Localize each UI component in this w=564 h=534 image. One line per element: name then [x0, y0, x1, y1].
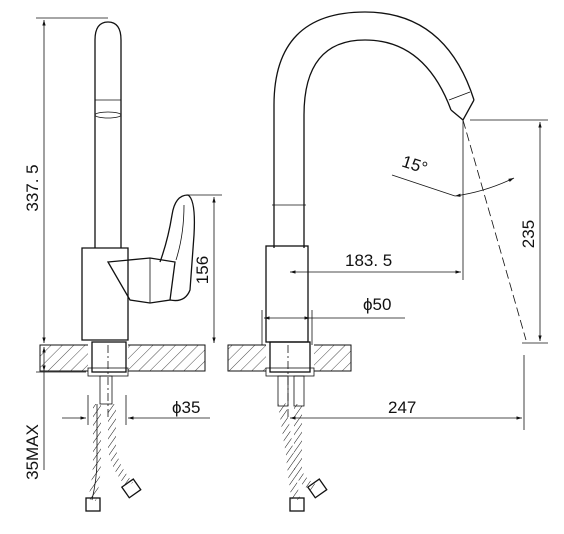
label-handle-height: 156: [193, 256, 212, 284]
dim-projection: 247: [290, 355, 525, 430]
hose-right: [294, 404, 317, 492]
hose-left-2: [108, 404, 133, 488]
handle-side: [106, 257, 176, 304]
front-view: [227, 11, 527, 512]
label-spout-height: 235: [519, 220, 538, 248]
dim-max-thickness: 35MAX: [23, 347, 86, 480]
label-flow-angle: 15°: [399, 152, 429, 178]
faucet-body-front: [265, 245, 309, 343]
dim-base-diameter: ϕ50: [261, 295, 405, 345]
label-spout-reach: 183. 5: [345, 251, 392, 270]
spout-tube-side: [94, 21, 122, 248]
label-base-diameter: ϕ50: [363, 295, 391, 314]
label-hole-diameter: ϕ35: [172, 398, 200, 417]
gooseneck-spout: [273, 11, 475, 248]
faucet-body-side: [81, 247, 129, 341]
dim-total-height: 337. 5: [23, 17, 108, 343]
dim-hole-diameter: ϕ35: [62, 395, 210, 425]
label-max-thickness: 35MAX: [23, 424, 42, 480]
label-total-height: 337. 5: [23, 164, 42, 211]
dim-spout-reach: 183. 5: [290, 251, 461, 274]
dim-flow-angle: 15°: [391, 152, 515, 197]
label-projection: 247: [388, 398, 416, 417]
dim-handle-height: 156: [186, 194, 222, 343]
side-view: [39, 21, 206, 512]
dim-spout-height: 235: [470, 119, 548, 344]
